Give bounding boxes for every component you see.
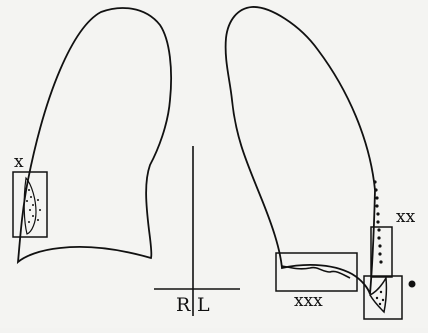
left-lung-outline [226, 7, 375, 294]
lesion-dot-fill [376, 291, 384, 305]
lesion-dot [370, 278, 386, 312]
label-right-side: R [176, 294, 191, 316]
diaphragm-plaque [282, 266, 350, 278]
region-box-x [13, 172, 47, 237]
label-left-side: L [197, 294, 210, 316]
label-x: x [14, 152, 24, 172]
region-box-xxx [276, 253, 357, 291]
label-xxx: xxx [294, 291, 323, 311]
right-lung-outline [18, 8, 171, 262]
dot-marker [409, 281, 416, 288]
label-xx: xx [396, 207, 416, 227]
